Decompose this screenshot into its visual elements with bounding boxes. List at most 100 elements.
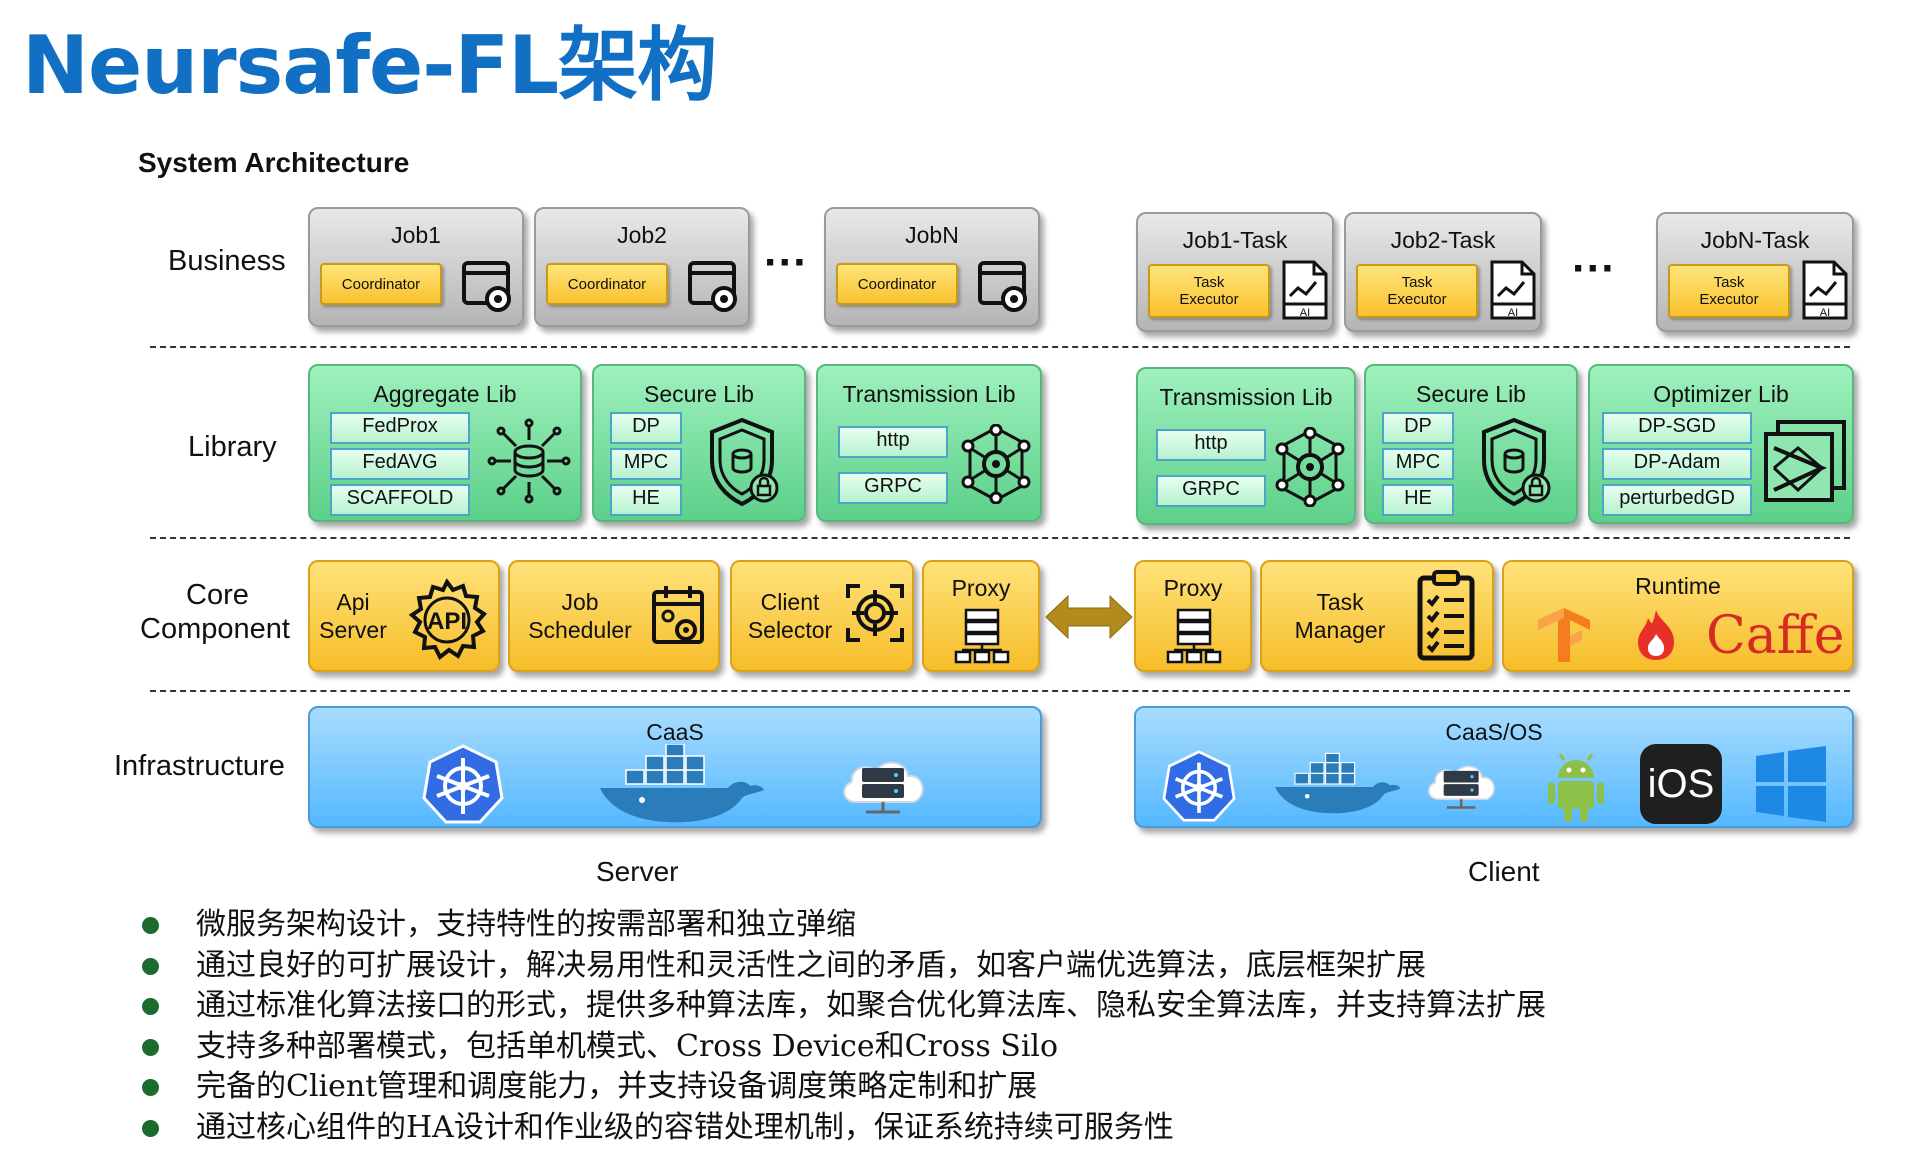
lib-item: DP xyxy=(610,412,682,444)
list-item-text: 微服务架构设计，支持特性的按需部署和独立弹缩 xyxy=(196,907,856,942)
bullet-icon xyxy=(142,917,159,934)
lib-item: HE xyxy=(610,484,682,516)
app-settings-icon xyxy=(462,261,511,312)
app-settings-icon xyxy=(688,261,737,312)
bullet-icon xyxy=(142,1038,159,1056)
ios-icon: iOS xyxy=(1640,744,1722,824)
core-label-line: Manager xyxy=(1294,617,1386,643)
lib-item: FedAVG xyxy=(330,448,470,480)
proxy-server-icon xyxy=(954,608,1010,664)
optimizer-icon xyxy=(1764,420,1846,502)
client-caption: Client xyxy=(1468,856,1540,887)
lib-item: DP-SGD xyxy=(1602,412,1752,444)
core-label: Task Manager xyxy=(1280,588,1400,644)
list-item: 通过良好的可扩展设计，解决易用性和灵活性之间的矛盾，如客户端优选算法，底层框架扩… xyxy=(140,946,1546,987)
network-hub-icon xyxy=(1275,427,1345,507)
lib-item: perturbedGD xyxy=(1602,484,1752,516)
ellipsis: ··· xyxy=(1572,244,1616,293)
chip-line: Task xyxy=(1713,274,1745,291)
task-title: JobN-Task xyxy=(1700,227,1810,253)
cloud-server-icon xyxy=(1428,765,1495,809)
transmission-lib-box: Transmission Lib http GRPC xyxy=(816,364,1042,522)
layer-divider xyxy=(150,537,1850,539)
list-item: 完备的Client管理和调度能力，并支持设备调度策略定制和扩展 xyxy=(140,1067,1546,1108)
kubernetes-icon xyxy=(1162,750,1236,822)
lib-item: http xyxy=(838,426,948,458)
proxy-server-icon xyxy=(1166,608,1222,664)
target-select-icon xyxy=(846,584,904,642)
core-label-line: Job xyxy=(561,589,599,615)
server-infra-box: CaaS xyxy=(308,706,1042,828)
shield-lock-icon xyxy=(1482,417,1551,507)
list-item: 支持多种部署模式，包括单机模式、Cross Device和Cross Silo xyxy=(140,1027,1546,1068)
ai-document-icon: AI xyxy=(1802,260,1848,320)
ios-text: iOS xyxy=(1647,761,1715,806)
task-executor-chip: Task Executor xyxy=(1148,264,1270,318)
list-item-text: 通过标准化算法接口的形式，提供多种算法库，如聚合优化算法库、隐私安全算法库，并支… xyxy=(196,988,1546,1023)
layer-label-library: Library xyxy=(188,431,277,463)
aggregate-lib-box: Aggregate Lib FedProx FedAVG SCAFFOLD xyxy=(308,364,582,522)
list-item-text: 通过核心组件的HA设计和作业级的容错处理机制，保证系统持续可服务性 xyxy=(196,1109,1174,1145)
lib-title: Secure Lib xyxy=(644,381,754,407)
runtime-label: Runtime xyxy=(1635,573,1721,599)
windows-icon xyxy=(1756,746,1826,822)
proxy-label: Proxy xyxy=(1163,575,1223,601)
ai-document-icon: AI xyxy=(1282,260,1328,320)
task-executor-chip: Task Executor xyxy=(1356,264,1478,318)
bullet-icon xyxy=(142,957,159,975)
core-label-line: Task xyxy=(1316,589,1364,615)
list-item-text: 支持多种部署模式，包括单机模式、Cross Device和Cross Silo xyxy=(196,1028,1059,1064)
lib-item: FedProx xyxy=(330,412,470,444)
task-manager-box: Task Manager xyxy=(1260,560,1494,672)
bidirectional-arrow-icon xyxy=(1045,594,1133,640)
network-hub-icon xyxy=(961,424,1031,504)
chip-line: Task xyxy=(1193,274,1225,291)
job-title: Job1 xyxy=(391,222,441,248)
api-text: API xyxy=(427,608,467,635)
lib-item: DP-Adam xyxy=(1602,448,1752,480)
database-network-icon xyxy=(487,418,571,504)
core-label-line: Scheduler xyxy=(528,617,632,643)
api-gear-icon: API xyxy=(408,578,488,660)
core-label-line: Client xyxy=(760,589,820,615)
secure-lib-box: Secure Lib DP MPC HE xyxy=(1364,364,1578,524)
lib-item: HE xyxy=(1382,484,1454,516)
api-server-box: Api Server API xyxy=(308,560,500,672)
lib-item: MPC xyxy=(610,448,682,480)
secure-lib-box: Secure Lib DP MPC HE xyxy=(592,364,806,522)
list-item: 微服务架构设计，支持特性的按需部署和独立弹缩 xyxy=(140,905,1546,946)
core-label-line: Server xyxy=(319,617,387,643)
coordinator-chip: Coordinator xyxy=(320,263,442,305)
lib-item: MPC xyxy=(1382,448,1454,480)
job-title: Job2 xyxy=(617,222,667,248)
docker-whale-icon xyxy=(1275,752,1401,814)
task-executor-chip: Task Executor xyxy=(1668,264,1790,318)
server-proxy-box: Proxy xyxy=(922,560,1040,672)
client-selector-box: Client Selector xyxy=(730,560,914,672)
kubernetes-icon xyxy=(422,744,504,824)
infra-title: CaaS/OS xyxy=(1445,719,1543,745)
client-infra-box: CaaS/OS iOS xyxy=(1134,706,1854,828)
chip-line: Executor xyxy=(1699,291,1759,308)
optimizer-lib-box: Optimizer Lib DP-SGD DP-Adam perturbedGD xyxy=(1588,364,1854,524)
chip-line: Executor xyxy=(1387,291,1447,308)
infra-title: CaaS xyxy=(646,719,704,745)
list-item-text: 通过良好的可扩展设计，解决易用性和灵活性之间的矛盾，如客户端优选算法，底层框架扩… xyxy=(196,947,1426,983)
core-label: Api Server xyxy=(318,588,388,644)
lib-item: GRPC xyxy=(1156,475,1266,507)
diagram-subtitle: System Architecture xyxy=(138,147,410,178)
layer-label-infrastructure: Infrastructure xyxy=(114,750,285,782)
lib-title: Optimizer Lib xyxy=(1653,381,1789,407)
client-task-box: Job2-Task Task Executor AI xyxy=(1344,212,1542,332)
flame-icon xyxy=(1638,610,1674,660)
lib-item: SCAFFOLD xyxy=(330,484,470,516)
client-task-box: JobN-Task Task Executor AI xyxy=(1656,212,1854,332)
layer-divider xyxy=(150,690,1850,692)
lib-item: GRPC xyxy=(838,472,948,504)
lib-title: Aggregate Lib xyxy=(373,381,517,407)
task-title: Job2-Task xyxy=(1390,227,1496,253)
layer-label-core-1: Core xyxy=(186,579,249,611)
ai-text: AI xyxy=(1508,307,1518,319)
server-job-box: JobN Coordinator xyxy=(824,207,1040,327)
caffe-logo-text: Caffe xyxy=(1706,606,1845,666)
